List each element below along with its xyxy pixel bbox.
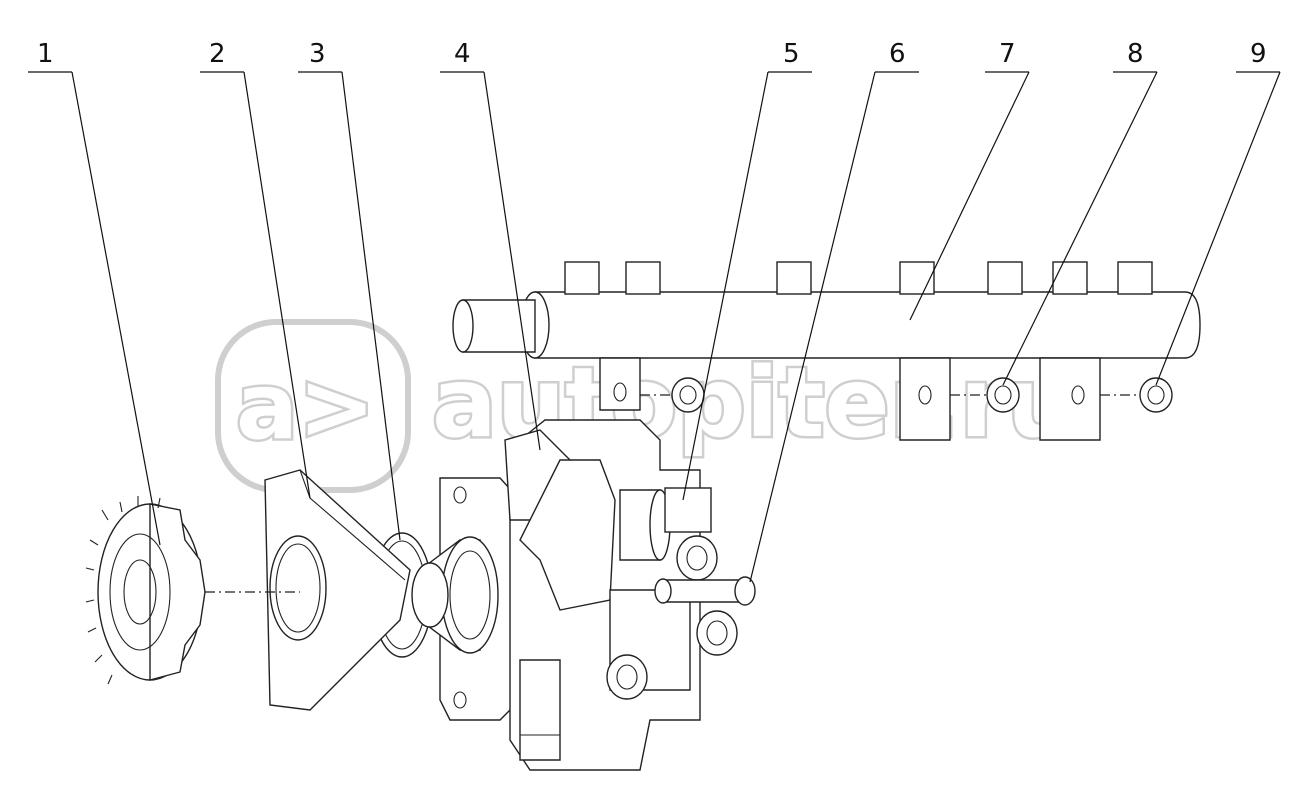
callout-1: 1 xyxy=(37,39,54,69)
callout-8: 8 xyxy=(1127,39,1144,69)
leader-7 xyxy=(909,71,1030,321)
cover-bracket xyxy=(264,469,411,711)
leader-6 xyxy=(749,71,876,583)
pump-fittings xyxy=(606,487,738,700)
pump-drive-hub xyxy=(411,536,499,654)
callout-4: 4 xyxy=(454,39,471,69)
fuel-rail xyxy=(452,261,1201,441)
watermark-logo: a> xyxy=(236,353,375,460)
leader-9 xyxy=(1155,71,1281,386)
callout-2: 2 xyxy=(209,39,226,69)
callout-6: 6 xyxy=(889,39,906,69)
rail-bolts xyxy=(640,377,1173,413)
leader-8 xyxy=(1002,71,1158,386)
callout-9: 9 xyxy=(1250,39,1267,69)
drive-gear xyxy=(85,496,206,685)
leader-4 xyxy=(483,71,541,451)
callout-3: 3 xyxy=(309,39,326,69)
callout-5: 5 xyxy=(783,39,800,69)
leader-3 xyxy=(341,71,401,541)
leader-1 xyxy=(71,71,161,546)
callout-7: 7 xyxy=(999,39,1016,69)
leader-5 xyxy=(682,71,769,501)
leader-2 xyxy=(243,71,311,499)
pump-bolt xyxy=(654,576,756,606)
callout-numbers: 1 2 3 4 5 6 7 8 9 xyxy=(37,39,1267,69)
leader-lines xyxy=(28,71,1281,583)
